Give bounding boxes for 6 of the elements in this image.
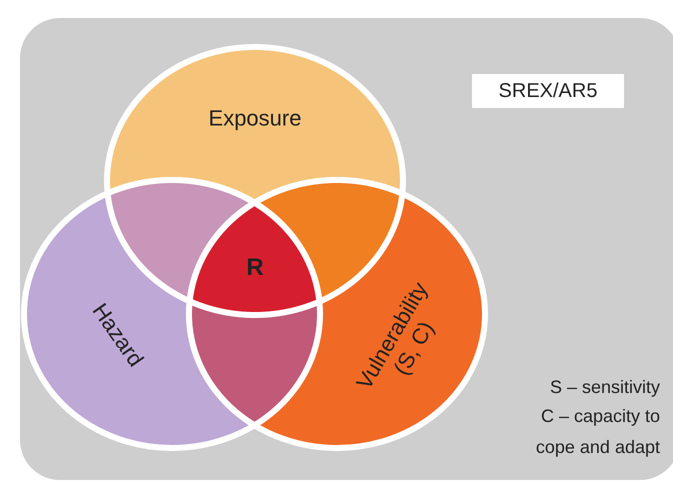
circle-label: Exposure [175,105,335,131]
note-text: S – sensitivity [548,376,660,399]
note-text: C – capacity to cope and adapt [534,405,660,459]
tag-text: SREX/AR5 [498,79,598,104]
tag-box [472,74,624,108]
region-label: R [235,254,275,282]
